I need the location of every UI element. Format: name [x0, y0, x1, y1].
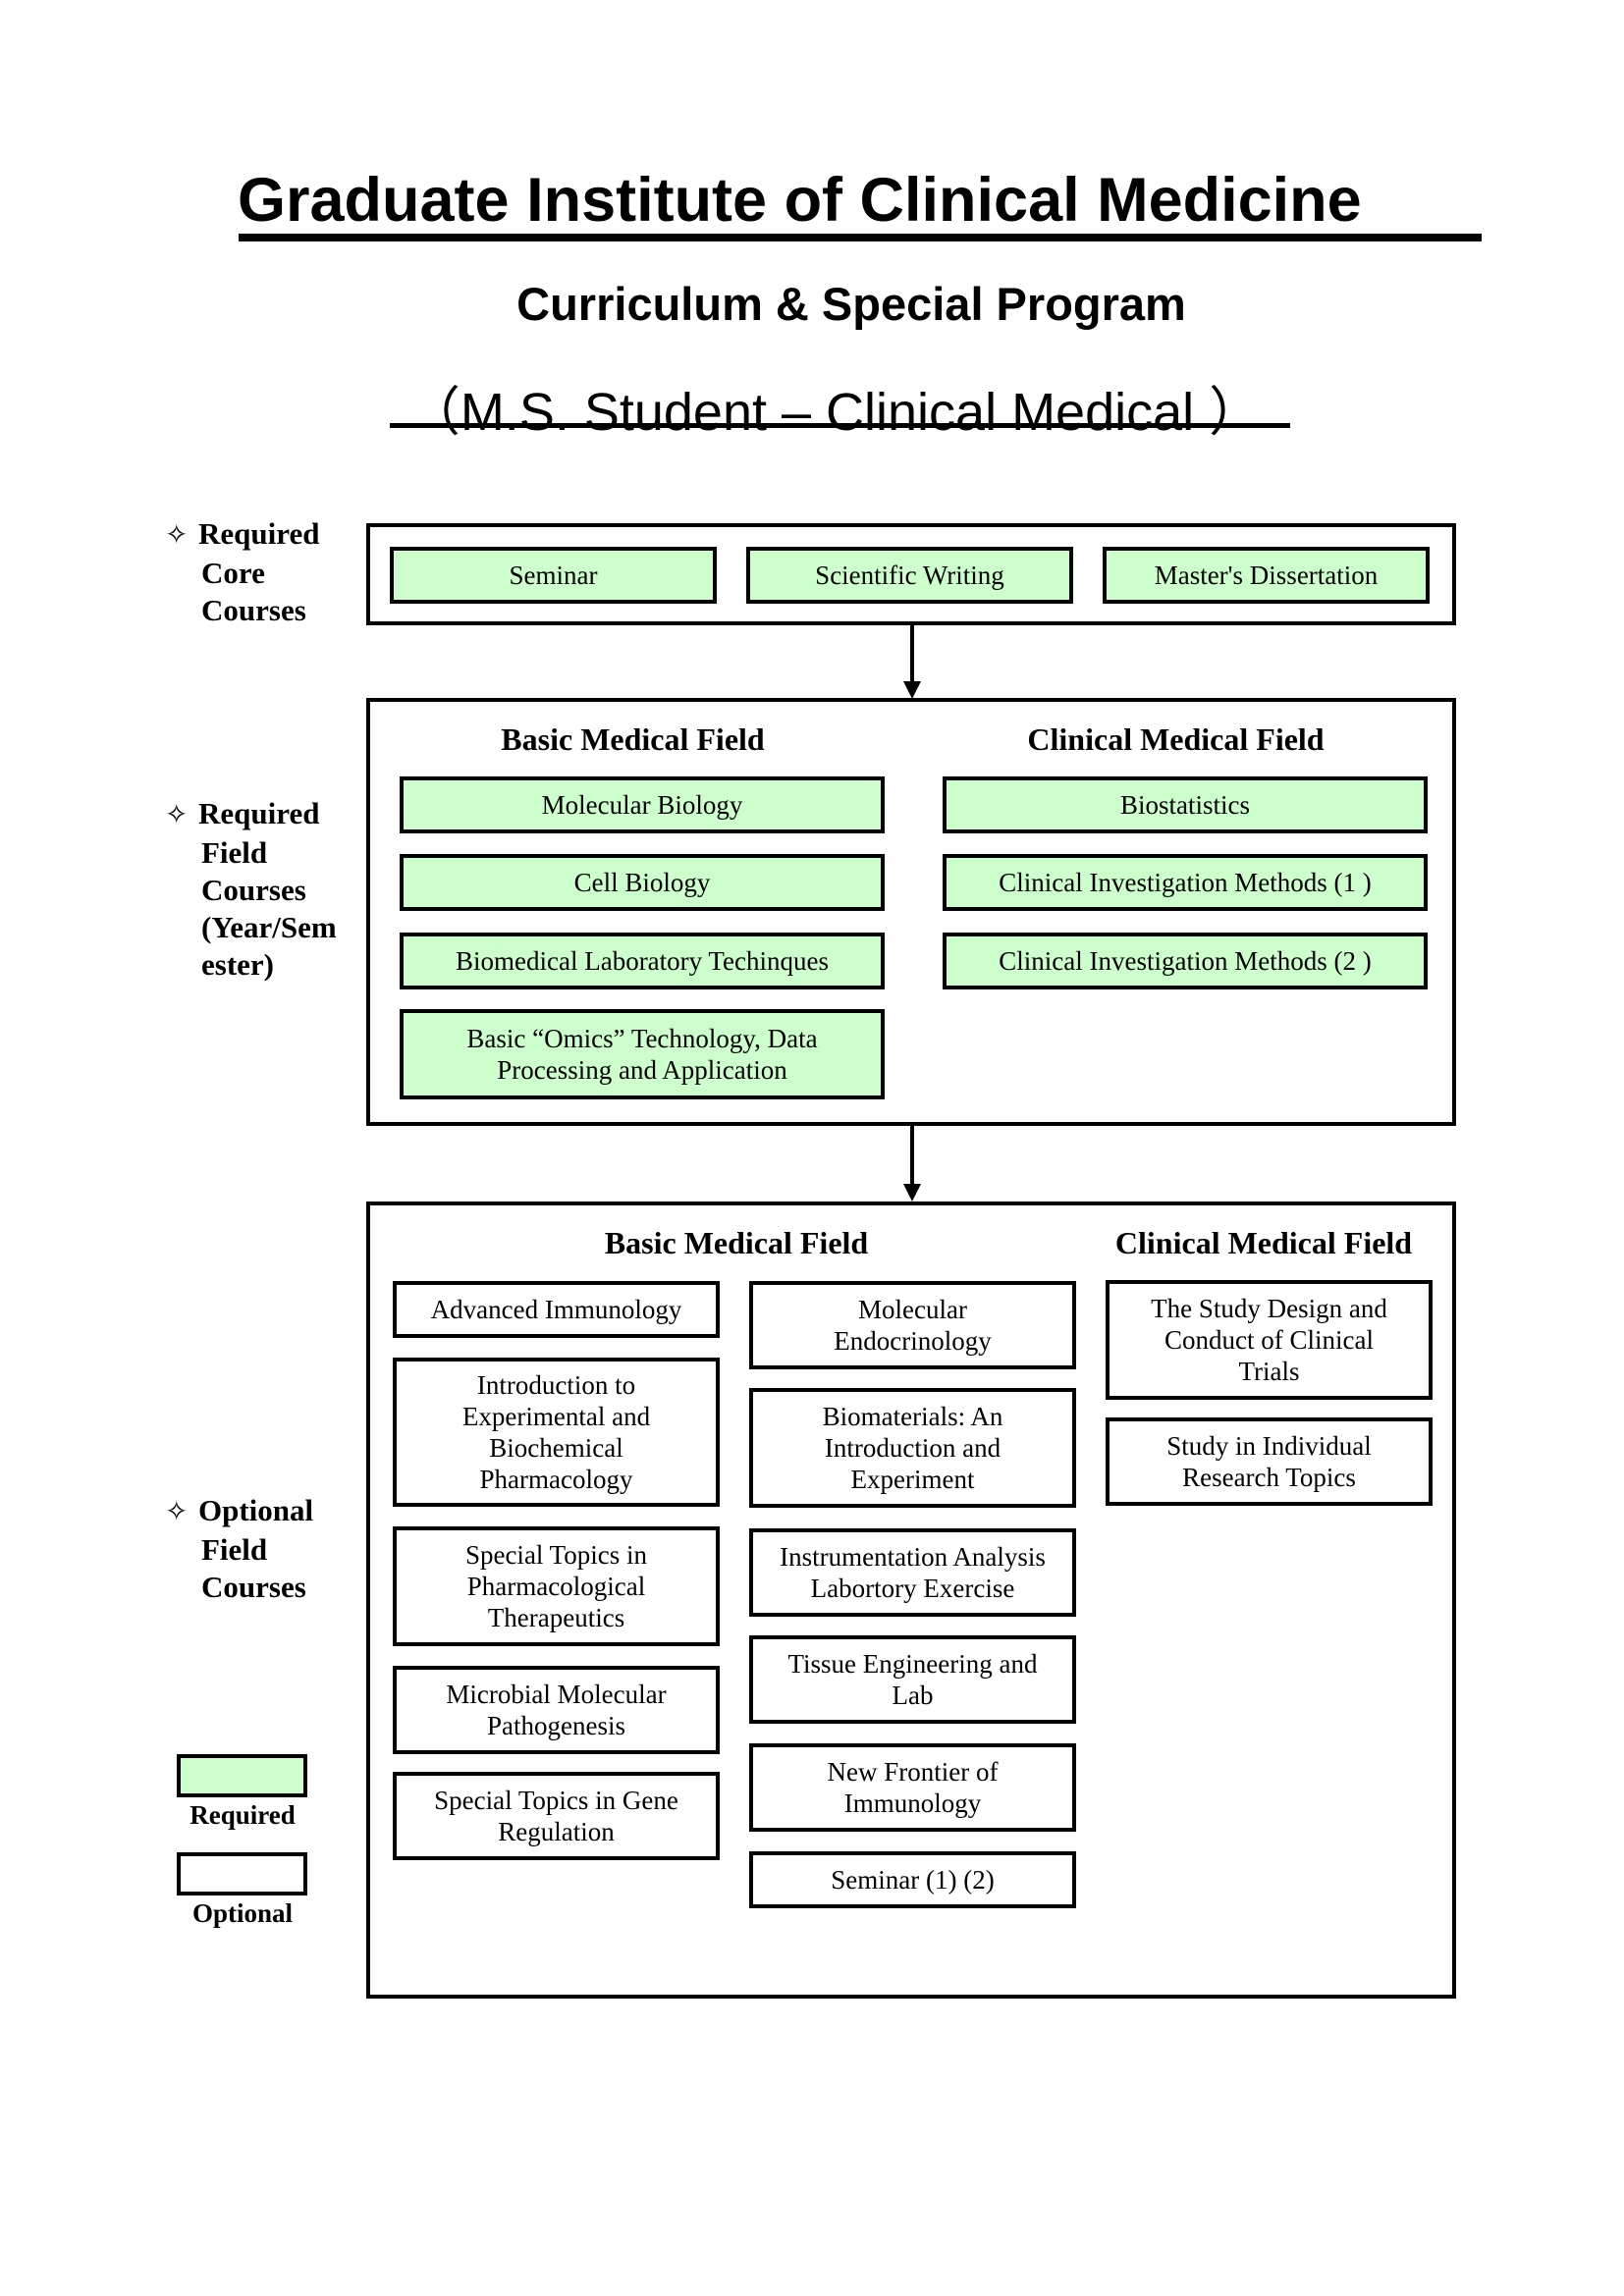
course-box-optional[interactable]: Special Topics in Pharmacological Therap…: [393, 1526, 720, 1646]
course-box-required[interactable]: Clinical Investigation Methods (1 ): [943, 854, 1428, 911]
course-box-optional[interactable]: New Frontier of Immunology: [749, 1743, 1076, 1832]
flow-arrow-line: [910, 625, 914, 682]
course-box-optional[interactable]: Microbial Molecular Pathogenesis: [393, 1666, 720, 1754]
clinical-field-heading: Clinical Medical Field: [1114, 1225, 1413, 1260]
required-field-panel: Basic Medical Field Clinical Medical Fie…: [366, 698, 1456, 1126]
title-underline: [239, 234, 1482, 241]
course-box-required[interactable]: Basic “Omics” Technology, Data Processin…: [400, 1009, 885, 1099]
course-box-required[interactable]: Biostatistics: [943, 776, 1428, 833]
legend-required-label: Required: [189, 1800, 296, 1830]
four-point-star-icon: ✧: [165, 800, 189, 830]
required-field-section-label: ✧Required Field Courses (Year/Sem ester): [165, 796, 337, 982]
course-box-required[interactable]: Molecular Biology: [400, 776, 885, 833]
legend-required-swatch: [177, 1754, 307, 1797]
course-box-required[interactable]: Seminar: [390, 547, 717, 604]
arrow-down-icon: [903, 1184, 921, 1201]
optional-field-section-label: ✧Optional Field Courses: [165, 1493, 314, 1604]
four-point-star-icon: ✧: [165, 1497, 189, 1527]
page-title: Graduate Institute of Clinical Medicine: [238, 166, 1362, 235]
core-courses-panel: Seminar Scientific Writing Master's Diss…: [366, 523, 1456, 625]
core-section-label: ✧Required Core Courses: [165, 516, 320, 627]
flow-arrow-line: [910, 1126, 914, 1185]
course-box-required[interactable]: Biomedical Laboratory Techinques: [400, 933, 885, 989]
page-subtitle: Curriculum & Special Program: [516, 278, 1186, 330]
course-box-optional[interactable]: The Study Design and Conduct of Clinical…: [1106, 1280, 1433, 1400]
four-point-star-icon: ✧: [165, 520, 189, 551]
course-box-required[interactable]: Master's Dissertation: [1103, 547, 1430, 604]
course-box-optional[interactable]: Biomaterials: An Introduction and Experi…: [749, 1388, 1076, 1508]
course-box-optional[interactable]: Tissue Engineering and Lab: [749, 1635, 1076, 1724]
course-box-optional[interactable]: Instrumentation Analysis Labortory Exerc…: [749, 1528, 1076, 1617]
arrow-down-icon: [903, 681, 921, 699]
legend-optional-swatch: [177, 1852, 307, 1896]
course-box-optional[interactable]: Introduction to Experimental and Biochem…: [393, 1358, 720, 1507]
optional-field-panel: Basic Medical Field Clinical Medical Fie…: [366, 1201, 1456, 1999]
course-box-required[interactable]: Clinical Investigation Methods (2 ): [943, 933, 1428, 989]
course-box-required[interactable]: Cell Biology: [400, 854, 885, 911]
basic-field-heading: Basic Medical Field: [501, 721, 765, 757]
course-box-optional[interactable]: Study in Individual Research Topics: [1106, 1417, 1433, 1506]
course-box-optional[interactable]: Seminar (1) (2): [749, 1851, 1076, 1908]
program-name: （M.S. Student – Clinical Medical ）: [406, 383, 1263, 442]
course-box-required[interactable]: Scientific Writing: [746, 547, 1073, 604]
course-box-optional[interactable]: Advanced Immunology: [393, 1281, 720, 1338]
clinical-field-heading: Clinical Medical Field: [1027, 721, 1325, 757]
legend-optional-label: Optional: [191, 1898, 294, 1928]
basic-field-heading: Basic Medical Field: [604, 1225, 869, 1260]
program-underline: [390, 423, 1290, 428]
course-box-optional[interactable]: Molecular Endocrinology: [749, 1281, 1076, 1369]
course-box-optional[interactable]: Special Topics in Gene Regulation: [393, 1772, 720, 1860]
